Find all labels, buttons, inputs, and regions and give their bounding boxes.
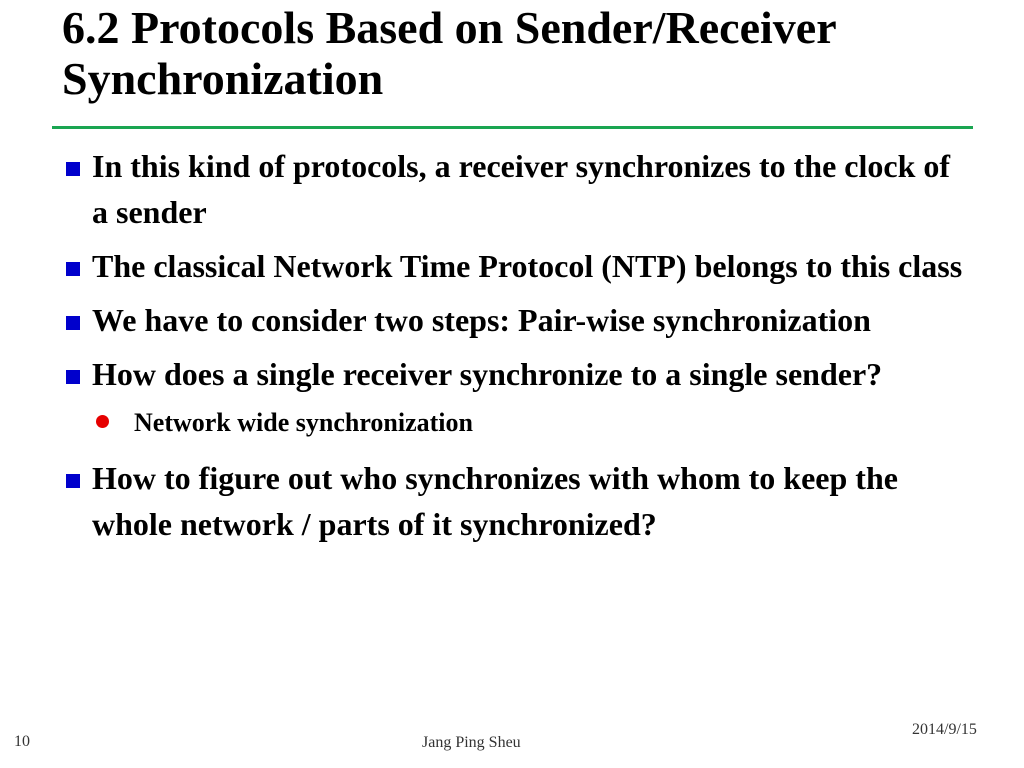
bullet-item-2: The classical Network Time Protocol (NTP…	[62, 243, 972, 289]
bullet-item-1: In this kind of protocols, a receiver sy…	[62, 143, 972, 235]
slide-title: 6.2 Protocols Based on Sender/Receiver S…	[62, 2, 992, 104]
sub-bullet-item: Network wide synchronization	[96, 405, 972, 441]
slide-title-line-1: 6.2 Protocols Based on Sender/Receiver	[62, 2, 837, 53]
bullet-text: How to figure out who synchronizes with …	[92, 460, 898, 542]
bullet-text: How does a single receiver synchronize t…	[92, 356, 883, 392]
slide-title-line-2: Synchronization	[62, 53, 384, 104]
title-divider	[52, 126, 973, 129]
sub-bullet-text: Network wide synchronization	[134, 408, 473, 437]
page-number: 10	[14, 733, 30, 750]
footer-author: Jang Ping Sheu	[422, 734, 521, 751]
square-bullet-icon	[66, 262, 80, 276]
bullet-text: In this kind of protocols, a receiver sy…	[92, 148, 951, 230]
bullet-text: We have to consider two steps: Pair-wise…	[92, 302, 871, 338]
square-bullet-icon	[66, 316, 80, 330]
bullet-text: The classical Network Time Protocol (NTP…	[92, 248, 963, 284]
footer-date: 2014/9/15	[912, 721, 977, 738]
square-bullet-icon	[66, 474, 80, 488]
bullet-item-4: How does a single receiver synchronize t…	[62, 351, 972, 397]
bullet-list: In this kind of protocols, a receiver sy…	[62, 143, 972, 555]
bullet-item-3: We have to consider two steps: Pair-wise…	[62, 297, 972, 343]
round-bullet-icon	[96, 415, 109, 428]
square-bullet-icon	[66, 162, 80, 176]
square-bullet-icon	[66, 370, 80, 384]
bullet-item-5: How to figure out who synchronizes with …	[62, 455, 972, 547]
